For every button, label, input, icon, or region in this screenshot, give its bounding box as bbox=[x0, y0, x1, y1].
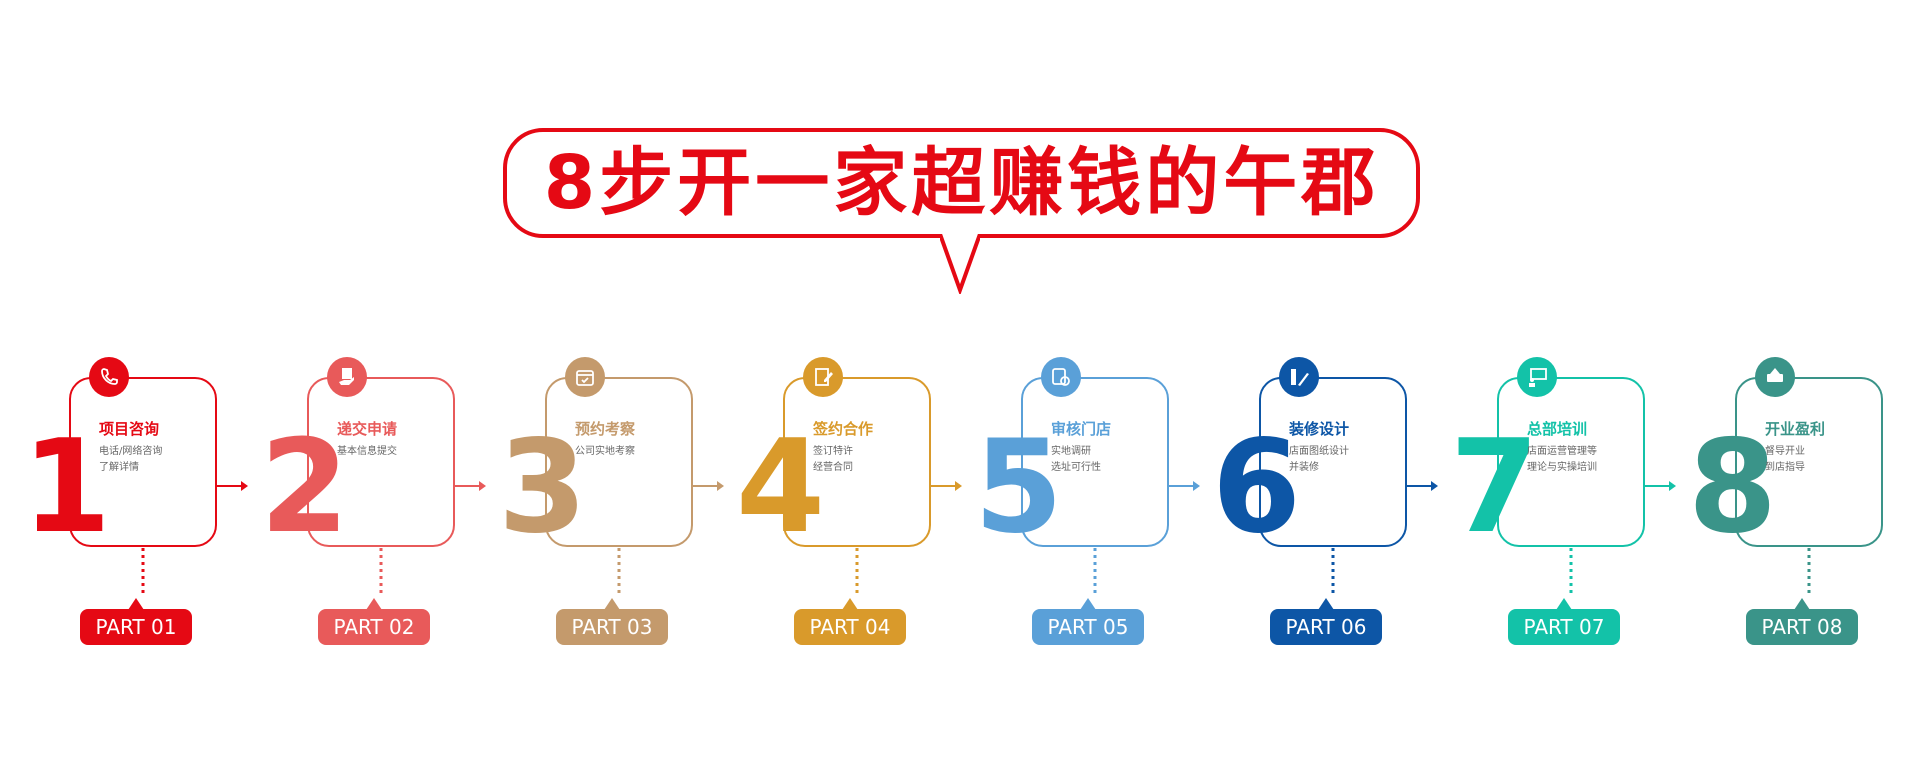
step-label: 总部培训 bbox=[1527, 420, 1588, 438]
step-card bbox=[1497, 377, 1645, 547]
step-label: 项目咨询 bbox=[99, 420, 160, 438]
part-badge: PART 07 bbox=[1508, 609, 1620, 645]
dotted-connector bbox=[1331, 548, 1335, 596]
arrow-right-icon bbox=[1407, 481, 1438, 491]
step-description: 公司实地考察 bbox=[575, 444, 635, 460]
step-description-line-1: 店面运营管理等 bbox=[1527, 446, 1597, 457]
step-label: 预约考察 bbox=[575, 420, 636, 438]
part-badge: PART 05 bbox=[1032, 609, 1144, 645]
step-card bbox=[783, 377, 931, 547]
step-description: 基本信息提交 bbox=[337, 444, 397, 460]
part-badge-tip bbox=[1318, 598, 1334, 610]
step-number: 3 bbox=[498, 413, 587, 562]
step-label: 装修设计 bbox=[1289, 420, 1350, 438]
step-card bbox=[545, 377, 693, 547]
step-description: 店面运营管理等 理论与实操培训 bbox=[1527, 444, 1597, 476]
bubble-tail bbox=[940, 234, 980, 294]
step-description-line-1: 店面图纸设计 bbox=[1289, 446, 1349, 457]
arrow-right-icon bbox=[1169, 481, 1200, 491]
calendar-icon bbox=[565, 357, 605, 397]
step-description-line-1: 督导开业 bbox=[1765, 446, 1805, 457]
step-card bbox=[69, 377, 217, 547]
step-description-line-2: 到店指导 bbox=[1765, 462, 1805, 473]
part-badge: PART 01 bbox=[80, 609, 192, 645]
title-bubble: 8步开一家超赚钱的午郡 bbox=[503, 128, 1420, 238]
step-2: 2 递交申请 基本信息提交 PART 02 bbox=[260, 350, 507, 660]
part-badge-tip bbox=[1794, 598, 1810, 610]
step-7: 7 总部培训 店面运营管理等 理论与实操培训 PART 07 bbox=[1450, 350, 1697, 660]
contract-icon bbox=[803, 357, 843, 397]
step-description: 实地调研 选址可行性 bbox=[1051, 444, 1101, 476]
dotted-connector bbox=[617, 548, 621, 596]
part-badge: PART 08 bbox=[1746, 609, 1858, 645]
step-description-line-1: 公司实地考察 bbox=[575, 446, 635, 457]
step-card bbox=[1735, 377, 1883, 547]
arrow-right-icon bbox=[1645, 481, 1676, 491]
step-description: 电话/网络咨询 了解详情 bbox=[99, 444, 162, 476]
part-badge-tip bbox=[366, 598, 382, 610]
step-number: 7 bbox=[1450, 413, 1539, 562]
step-description-line-1: 签订特许 bbox=[813, 446, 853, 457]
step-label: 签约合作 bbox=[813, 420, 874, 438]
dotted-connector bbox=[855, 548, 859, 596]
step-description: 督导开业 到店指导 bbox=[1765, 444, 1805, 476]
step-description-line-2: 并装修 bbox=[1289, 462, 1319, 473]
step-5: 5 审核门店 实地调研 选址可行性 PART 05 bbox=[974, 350, 1221, 660]
step-card bbox=[1021, 377, 1169, 547]
design-tools-icon bbox=[1279, 357, 1319, 397]
training-board-icon bbox=[1517, 357, 1557, 397]
step-label: 开业盈利 bbox=[1765, 420, 1826, 438]
arrow-right-icon bbox=[693, 481, 724, 491]
step-number: 4 bbox=[736, 413, 825, 562]
dotted-connector bbox=[1569, 548, 1573, 596]
step-description-line-2: 选址可行性 bbox=[1051, 462, 1101, 473]
step-description-line-2: 理论与实操培训 bbox=[1527, 462, 1597, 473]
step-number: 1 bbox=[22, 413, 111, 562]
part-badge-tip bbox=[128, 598, 144, 610]
step-number: 5 bbox=[974, 413, 1063, 562]
step-number: 2 bbox=[260, 413, 349, 562]
open-sign-icon bbox=[1755, 357, 1795, 397]
step-8: 8 开业盈利 督导开业 到店指导 PART 08 bbox=[1688, 350, 1920, 660]
arrow-right-icon bbox=[217, 481, 248, 491]
hand-document-icon bbox=[327, 357, 367, 397]
step-6: 6 装修设计 店面图纸设计 并装修 PART 06 bbox=[1212, 350, 1459, 660]
part-badge-tip bbox=[1080, 598, 1096, 610]
step-description: 签订特许 经营合同 bbox=[813, 444, 853, 476]
document-search-icon bbox=[1041, 357, 1081, 397]
dotted-connector bbox=[141, 548, 145, 596]
part-badge: PART 02 bbox=[318, 609, 430, 645]
step-description-line-1: 实地调研 bbox=[1051, 446, 1091, 457]
step-label: 审核门店 bbox=[1051, 420, 1112, 438]
step-description-line-1: 电话/网络咨询 bbox=[99, 446, 163, 457]
step-description: 店面图纸设计 并装修 bbox=[1289, 444, 1349, 476]
step-3: 3 预约考察 公司实地考察 PART 03 bbox=[498, 350, 745, 660]
step-description-line-2: 经营合同 bbox=[813, 462, 853, 473]
part-badge: PART 04 bbox=[794, 609, 906, 645]
arrow-right-icon bbox=[931, 481, 962, 491]
step-card bbox=[1259, 377, 1407, 547]
step-1: 1 项目咨询 电话/网络咨询 了解详情 PART 01 bbox=[22, 350, 269, 660]
page-title: 8步开一家超赚钱的午郡 bbox=[543, 140, 1380, 226]
step-label: 递交申请 bbox=[337, 420, 398, 438]
step-card bbox=[307, 377, 455, 547]
part-badge: PART 03 bbox=[556, 609, 668, 645]
step-4: 4 签约合作 签订特许 经营合同 PART 04 bbox=[736, 350, 983, 660]
dotted-connector bbox=[1807, 548, 1811, 596]
step-number: 8 bbox=[1688, 413, 1777, 562]
part-badge: PART 06 bbox=[1270, 609, 1382, 645]
dotted-connector bbox=[379, 548, 383, 596]
step-number: 6 bbox=[1212, 413, 1301, 562]
part-badge-tip bbox=[604, 598, 620, 610]
part-badge-tip bbox=[842, 598, 858, 610]
phone-icon bbox=[89, 357, 129, 397]
step-description-line-2: 了解详情 bbox=[99, 462, 139, 473]
step-description-line-1: 基本信息提交 bbox=[337, 446, 397, 457]
part-badge-tip bbox=[1556, 598, 1572, 610]
dotted-connector bbox=[1093, 548, 1097, 596]
arrow-right-icon bbox=[455, 481, 486, 491]
